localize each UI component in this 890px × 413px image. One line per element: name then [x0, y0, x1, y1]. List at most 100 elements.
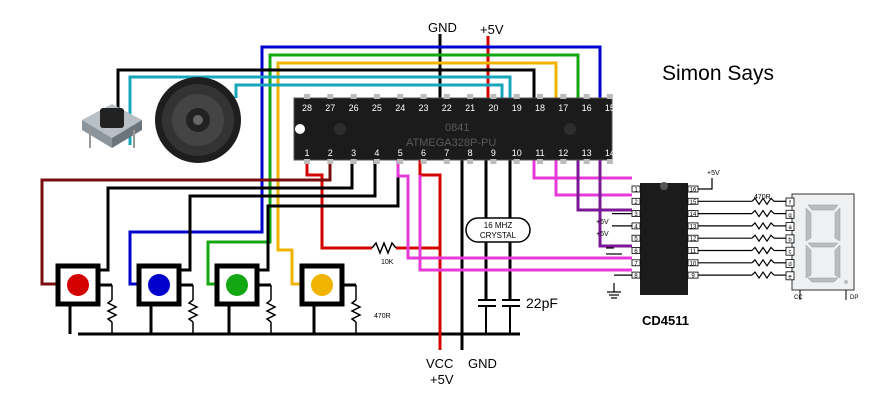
mcu-pin: [606, 159, 613, 164]
mcu-pin-label: 5: [398, 148, 403, 158]
decoder-left-label-2: +5V: [596, 231, 609, 238]
mcu-pin: [327, 94, 334, 99]
decoder-pin: [631, 185, 641, 193]
pulldown-resistor: [265, 299, 277, 323]
mcu-pin: [420, 159, 427, 164]
mcu-pin-label: 19: [512, 103, 522, 113]
mcu-pin-label: 14: [605, 148, 615, 158]
capacitor-label: 22pF: [526, 295, 558, 311]
decoder-pin-label: 11: [690, 249, 697, 255]
wire-magenta-1: [532, 160, 632, 180]
mcu-pin-label: 15: [605, 103, 615, 113]
decoder-pin-label: 12: [690, 237, 697, 243]
decoder-ground: [606, 247, 622, 299]
mcu-pin: [420, 94, 427, 99]
mcu-pin: [373, 159, 380, 164]
blue-button[interactable]: [136, 263, 199, 334]
decoder-pin-label: 14: [690, 212, 697, 218]
mcu-pin-label: 9: [491, 148, 496, 158]
mcu-pin-label: 12: [558, 148, 568, 158]
segment-resistor: [751, 234, 775, 243]
mcu-pin: [560, 159, 567, 164]
decoder-pin-label: 5: [634, 237, 638, 243]
mcu-pin-label: 13: [582, 148, 592, 158]
segment-resistor: [751, 258, 775, 267]
mcu-pin: [513, 159, 520, 164]
mcu-pin: [443, 94, 450, 99]
decoder-pin-label: 8: [634, 274, 638, 280]
decoder-name: CD4511: [642, 313, 689, 328]
mcu-pin: [373, 94, 380, 99]
segment-resistor: [751, 246, 775, 255]
mcu-pin: [443, 159, 450, 164]
decoder-pin-label: 3: [634, 212, 638, 218]
decoder-pin-label: 9: [691, 274, 695, 280]
seven-segment-display: [791, 193, 855, 291]
mcu-pin-label: 16: [582, 103, 592, 113]
crystal-label-1: 16 MHZ: [484, 221, 513, 230]
cd4511-decoder: [640, 182, 688, 295]
wire-blue: [128, 45, 602, 286]
decoder-pin-label: 16: [690, 188, 697, 194]
mcu-pin: [397, 94, 404, 99]
speaker: [155, 77, 241, 163]
wire-purple-1: [576, 160, 632, 212]
gnd-bottom-label: GND: [468, 356, 497, 371]
decoder-pin-label: 2: [634, 200, 638, 206]
decoder-pin: [631, 259, 641, 267]
mcu-pin-label: 24: [395, 103, 405, 113]
wire-cyan: [128, 75, 512, 145]
red-button[interactable]: [55, 263, 118, 334]
resistor-10k: 10K: [371, 240, 397, 266]
pulldown-resistor: [350, 299, 362, 323]
decoder-left-label-1: +5V: [596, 219, 609, 226]
decoder-vcc-label: +5V: [707, 170, 720, 177]
segment-resistor: [751, 197, 775, 206]
wire-cyan-2: [234, 83, 504, 98]
decoder-pin-label: 7: [634, 261, 638, 267]
wire-purple-2: [598, 160, 632, 248]
wire-vcc-bottom: [418, 160, 442, 350]
decoder-pin: [631, 247, 641, 254]
mcu-marking: ATMEGA328P-PU: [406, 137, 496, 149]
mcu-pin: [583, 159, 590, 164]
segment-label: f: [789, 201, 791, 207]
diagram-title: Simon Says: [662, 62, 775, 85]
mcu-pin: [304, 94, 310, 99]
crystal-label-2: CRYSTAL: [480, 231, 517, 240]
mcu-pin-label: 26: [349, 103, 359, 113]
vcc-top-label: +5V: [480, 22, 504, 37]
mcu-pin-label: 6: [421, 148, 426, 158]
capacitors: [478, 299, 520, 334]
segment-label: d: [788, 262, 791, 268]
mcu-pin-label: 8: [468, 148, 473, 158]
crystal: 16 MHZ CRYSTAL: [465, 217, 531, 243]
yellow-button[interactable]: [299, 263, 362, 334]
mcu-pin: [513, 94, 520, 99]
segment-label: g: [788, 213, 791, 219]
wire-magenta-4: [396, 160, 632, 260]
segment-label: c: [789, 250, 792, 256]
wire-pushbutton: [116, 68, 536, 112]
mcu-pin: [583, 94, 590, 99]
display-cc-label: CC: [794, 295, 803, 301]
mcu-pin: [304, 159, 310, 164]
green-button[interactable]: [214, 263, 277, 334]
mcu-pin-label: 10: [512, 148, 522, 158]
segment-label: e: [788, 274, 792, 280]
pulldown-resistor: [187, 299, 199, 323]
mcu-pin-label: 22: [442, 103, 452, 113]
decoder-pin-label: 1: [634, 188, 638, 194]
mcu-pin: [490, 94, 497, 99]
mcu-marking-top: 0841: [445, 122, 469, 134]
segment-label: a: [788, 225, 792, 231]
decoder-pin: [631, 234, 641, 242]
decoder-pin-label: 4: [634, 224, 638, 230]
wire-green: [206, 53, 580, 286]
mcu-pin-label: 20: [488, 103, 498, 113]
